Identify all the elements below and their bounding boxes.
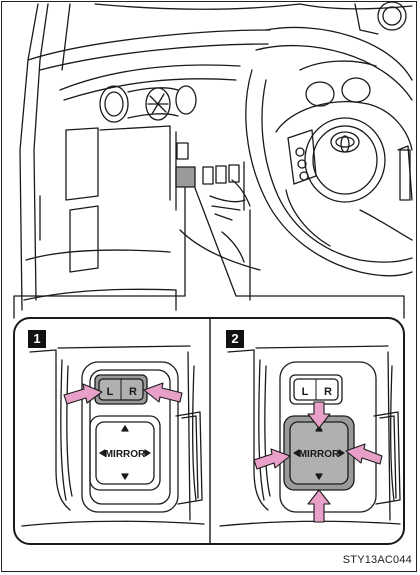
panel-2-right-label: R	[324, 386, 332, 398]
panel-1-mirror-label: MIRROR	[105, 449, 146, 460]
panel-1-left-label: L	[107, 386, 114, 398]
image-code: STY13AC044	[343, 554, 412, 566]
panel-2-mirror-label: MIRROR	[299, 449, 340, 460]
panel-2-left-label: L	[302, 386, 309, 398]
step-1-badge: 1	[28, 330, 46, 348]
dashboard-scene	[20, 2, 412, 310]
panel-1-right-label: R	[129, 386, 137, 398]
step-2-badge: 2	[226, 330, 244, 348]
